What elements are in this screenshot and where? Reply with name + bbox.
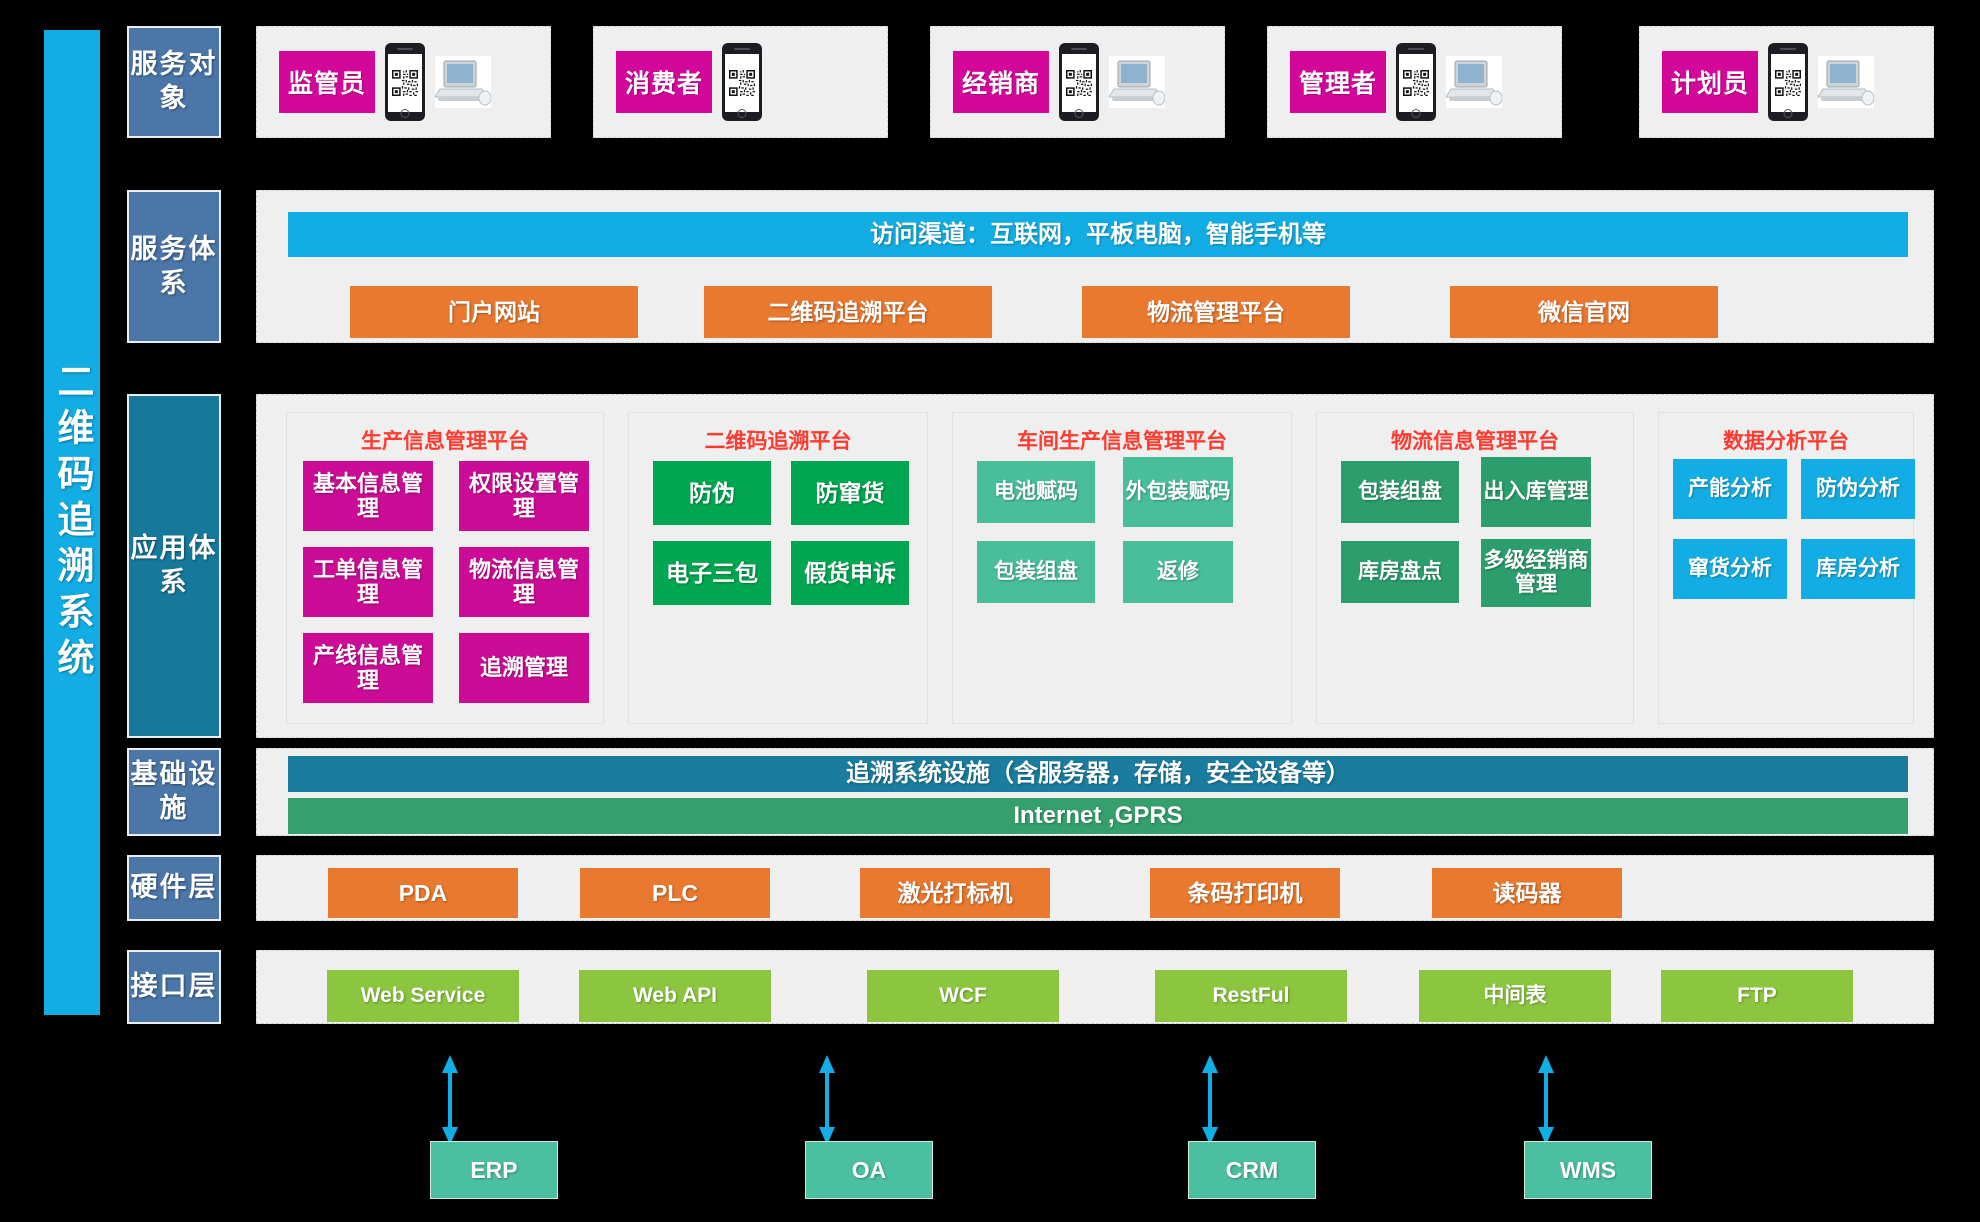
external-system-erp[interactable]: ERP xyxy=(430,1141,558,1199)
app-item-inbound-outbound[interactable]: 出入库管理 xyxy=(1481,457,1591,527)
row-label-service-system[interactable]: 服务体系 xyxy=(127,190,221,343)
interface-item-restful[interactable]: RestFul xyxy=(1155,970,1347,1022)
service-platform-logistics[interactable]: 物流管理平台 xyxy=(1082,286,1350,338)
actor-card-consumer[interactable]: 消费者 xyxy=(593,26,888,138)
row-label-infrastructure[interactable]: 基础设施 xyxy=(127,748,221,836)
external-system-crm[interactable]: CRM xyxy=(1188,1141,1316,1199)
app-item-traceability[interactable]: 追溯管理 xyxy=(459,633,589,703)
app-item-production-line[interactable]: 产线信息管理 xyxy=(303,633,433,703)
phone-qr-icon xyxy=(385,43,425,121)
interface-item-ftp[interactable]: FTP xyxy=(1661,970,1853,1022)
hardware-item-pda[interactable]: PDA xyxy=(328,868,518,918)
service-platform-portal[interactable]: 门户网站 xyxy=(350,286,638,338)
qr-code-icon xyxy=(392,70,418,96)
app-item-workorder[interactable]: 工单信息管理 xyxy=(303,547,433,617)
actor-label: 消费者 xyxy=(616,51,712,113)
qr-code-icon xyxy=(1066,70,1092,96)
app-item-packaging-pallet[interactable]: 包装组盘 xyxy=(977,541,1095,603)
row-label-application[interactable]: 应用体系 xyxy=(127,394,221,738)
computer-icon xyxy=(1446,56,1502,108)
actor-card-distributor[interactable]: 经销商 xyxy=(930,26,1225,138)
external-system-wms[interactable]: WMS xyxy=(1524,1141,1652,1199)
app-item-basic-info[interactable]: 基本信息管理 xyxy=(303,461,433,531)
actor-label: 监管员 xyxy=(279,51,375,113)
app-item-pallet-assembly[interactable]: 包装组盘 xyxy=(1341,461,1459,523)
infrastructure-facilities-bar: 追溯系统设施（含服务器，存储，安全设备等） xyxy=(288,756,1908,792)
qr-code-icon xyxy=(1775,70,1801,96)
connector-arrow-wms xyxy=(1538,1055,1554,1145)
app-item-diversion-analysis[interactable]: 窜货分析 xyxy=(1673,539,1787,599)
app-item-package-coding[interactable]: 外包装赋码 xyxy=(1123,457,1233,527)
service-platform-wechat[interactable]: 微信官网 xyxy=(1450,286,1718,338)
app-item-repair[interactable]: 返修 xyxy=(1123,541,1233,603)
app-item-fake-complaint[interactable]: 假货申诉 xyxy=(791,541,909,605)
hardware-item-laser-marker[interactable]: 激光打标机 xyxy=(860,868,1050,918)
platform-title: 二维码追溯平台 xyxy=(704,430,852,453)
actor-card-supervisor[interactable]: 监管员 xyxy=(256,26,551,138)
access-channel-bar: 访问渠道：互联网，平板电脑，智能手机等 xyxy=(288,212,1908,257)
computer-icon xyxy=(1818,56,1874,108)
system-title: 二维码追溯系统 xyxy=(44,30,100,1015)
platform-title: 生产信息管理平台 xyxy=(361,430,529,453)
actor-label: 计划员 xyxy=(1662,51,1758,113)
app-item-capacity-analysis[interactable]: 产能分析 xyxy=(1673,459,1787,519)
platform-column-analytics: 数据分析平台 产能分析 防伪分析 窜货分析 库房分析 xyxy=(1658,412,1915,724)
app-item-antidiversion[interactable]: 防窜货 xyxy=(791,461,909,525)
platform-column-workshop: 车间生产信息管理平台 电池赋码 外包装赋码 包装组盘 返修 xyxy=(952,412,1292,724)
platform-title: 物流信息管理平台 xyxy=(1391,430,1559,453)
connector-arrow-erp xyxy=(442,1055,458,1145)
app-item-warehouse-count[interactable]: 库房盘点 xyxy=(1341,541,1459,603)
interface-item-web-api[interactable]: Web API xyxy=(579,970,771,1022)
app-item-battery-coding[interactable]: 电池赋码 xyxy=(977,461,1095,523)
qr-code-icon xyxy=(1403,70,1429,96)
service-platform-qrcode[interactable]: 二维码追溯平台 xyxy=(704,286,992,338)
phone-qr-icon xyxy=(722,43,762,121)
computer-icon xyxy=(1109,56,1165,108)
infrastructure-network-bar: Internet ,GPRS xyxy=(288,798,1908,834)
app-item-anticounterfeit[interactable]: 防伪 xyxy=(653,461,771,525)
platform-column-production: 生产信息管理平台 基本信息管理 权限设置管理 工单信息管理 物流信息管理 产线信… xyxy=(286,412,604,724)
interface-item-wcf[interactable]: WCF xyxy=(867,970,1059,1022)
phone-qr-icon xyxy=(1059,43,1099,121)
computer-icon xyxy=(435,56,491,108)
platform-title: 车间生产信息管理平台 xyxy=(1017,430,1227,453)
qr-code-icon xyxy=(729,70,755,96)
phone-qr-icon xyxy=(1396,43,1436,121)
actor-card-manager[interactable]: 管理者 xyxy=(1267,26,1562,138)
app-item-warehouse-analysis[interactable]: 库房分析 xyxy=(1801,539,1915,599)
platform-column-logistics: 物流信息管理平台 包装组盘 出入库管理 库房盘点 多级经销商管理 xyxy=(1316,412,1634,724)
app-item-anticounterfeit-analysis[interactable]: 防伪分析 xyxy=(1801,459,1915,519)
interface-item-web-service[interactable]: Web Service xyxy=(327,970,519,1022)
interface-item-middle-table[interactable]: 中间表 xyxy=(1419,970,1611,1022)
connector-arrow-crm xyxy=(1202,1055,1218,1145)
app-item-permission[interactable]: 权限设置管理 xyxy=(459,461,589,531)
actor-card-planner[interactable]: 计划员 xyxy=(1639,26,1934,138)
platform-title: 数据分析平台 xyxy=(1723,430,1849,453)
app-item-ewarranty[interactable]: 电子三包 xyxy=(653,541,771,605)
row-label-hardware[interactable]: 硬件层 xyxy=(127,855,221,921)
hardware-panel xyxy=(256,855,1934,921)
hardware-item-code-reader[interactable]: 读码器 xyxy=(1432,868,1622,918)
phone-qr-icon xyxy=(1768,43,1808,121)
hardware-item-barcode-printer[interactable]: 条码打印机 xyxy=(1150,868,1340,918)
row-label-service-objects[interactable]: 服务对象 xyxy=(127,26,221,138)
platform-column-qrcode: 二维码追溯平台 防伪 防窜货 电子三包 假货申诉 xyxy=(628,412,928,724)
actor-label: 管理者 xyxy=(1290,51,1386,113)
app-item-multilevel-dealer[interactable]: 多级经销商管理 xyxy=(1481,539,1591,607)
app-item-logistics-info[interactable]: 物流信息管理 xyxy=(459,547,589,617)
external-system-oa[interactable]: OA xyxy=(805,1141,933,1199)
actor-label: 经销商 xyxy=(953,51,1049,113)
row-label-interface[interactable]: 接口层 xyxy=(127,950,221,1024)
connector-arrow-oa xyxy=(819,1055,835,1145)
hardware-item-plc[interactable]: PLC xyxy=(580,868,770,918)
interface-panel xyxy=(256,950,1934,1024)
